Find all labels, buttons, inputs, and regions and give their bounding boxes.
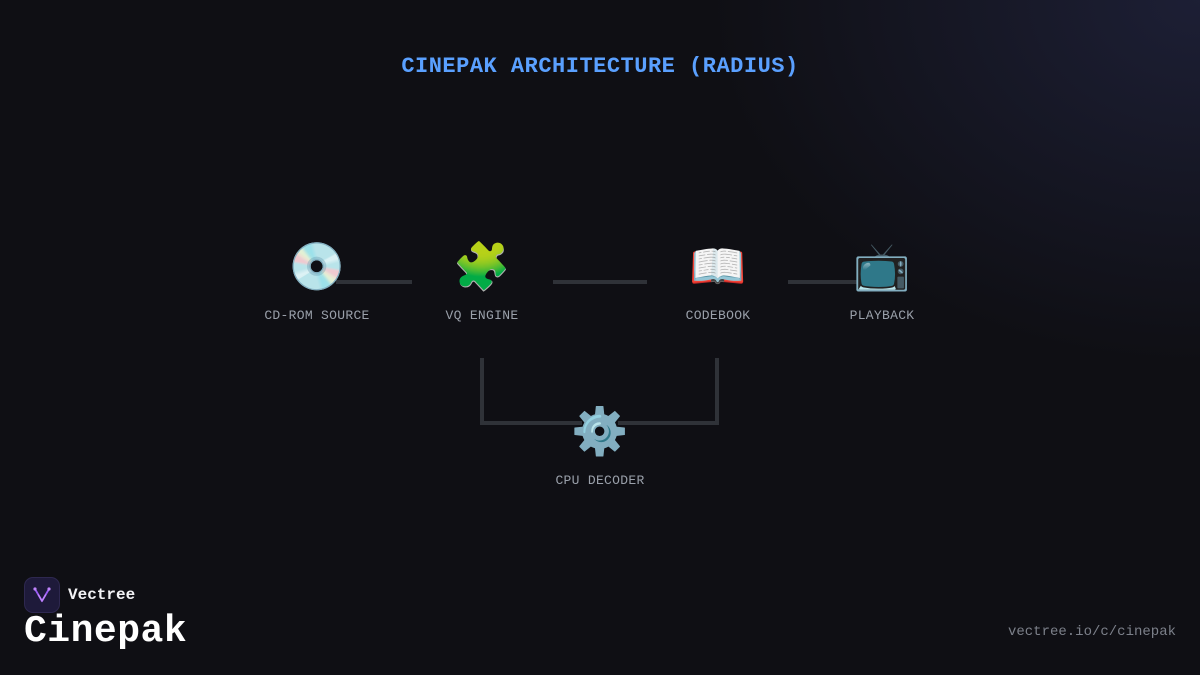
connector-vq-engine-to-cpu-decoder bbox=[480, 358, 582, 425]
brand-name: Vectree bbox=[68, 586, 136, 604]
brand: Vectree bbox=[24, 577, 135, 613]
connector-codebook-to-cpu-decoder bbox=[618, 358, 719, 425]
node-label: VQ ENGINE bbox=[445, 308, 519, 323]
product-name: Cinepak bbox=[24, 610, 188, 653]
node-vq-engine: 🧩 VQ ENGINE bbox=[402, 238, 562, 323]
television-icon: 📺 bbox=[853, 239, 911, 293]
open-book-icon: 📖 bbox=[689, 239, 747, 293]
source-url: vectree.io/c/cinepak bbox=[1007, 624, 1176, 640]
node-label: CD-ROM SOURCE bbox=[264, 308, 370, 323]
diagram-title: CINEPAK ARCHITECTURE (RADIUS) bbox=[401, 54, 799, 79]
vectree-logo-icon bbox=[24, 577, 60, 613]
gear-icon: ⚙️ bbox=[571, 404, 629, 458]
node-label: CPU DECODER bbox=[555, 473, 645, 488]
node-playback: 📺 PLAYBACK bbox=[802, 238, 962, 323]
puzzle-piece-icon: 🧩 bbox=[453, 239, 511, 293]
cd-disc-icon: 💿 bbox=[288, 239, 346, 293]
node-codebook: 📖 CODEBOOK bbox=[638, 238, 798, 323]
node-label: PLAYBACK bbox=[849, 308, 915, 323]
node-cpu-decoder: ⚙️ CPU DECODER bbox=[520, 403, 680, 488]
node-cd-rom-source: 💿 CD-ROM SOURCE bbox=[237, 238, 397, 323]
node-label: CODEBOOK bbox=[685, 308, 751, 323]
